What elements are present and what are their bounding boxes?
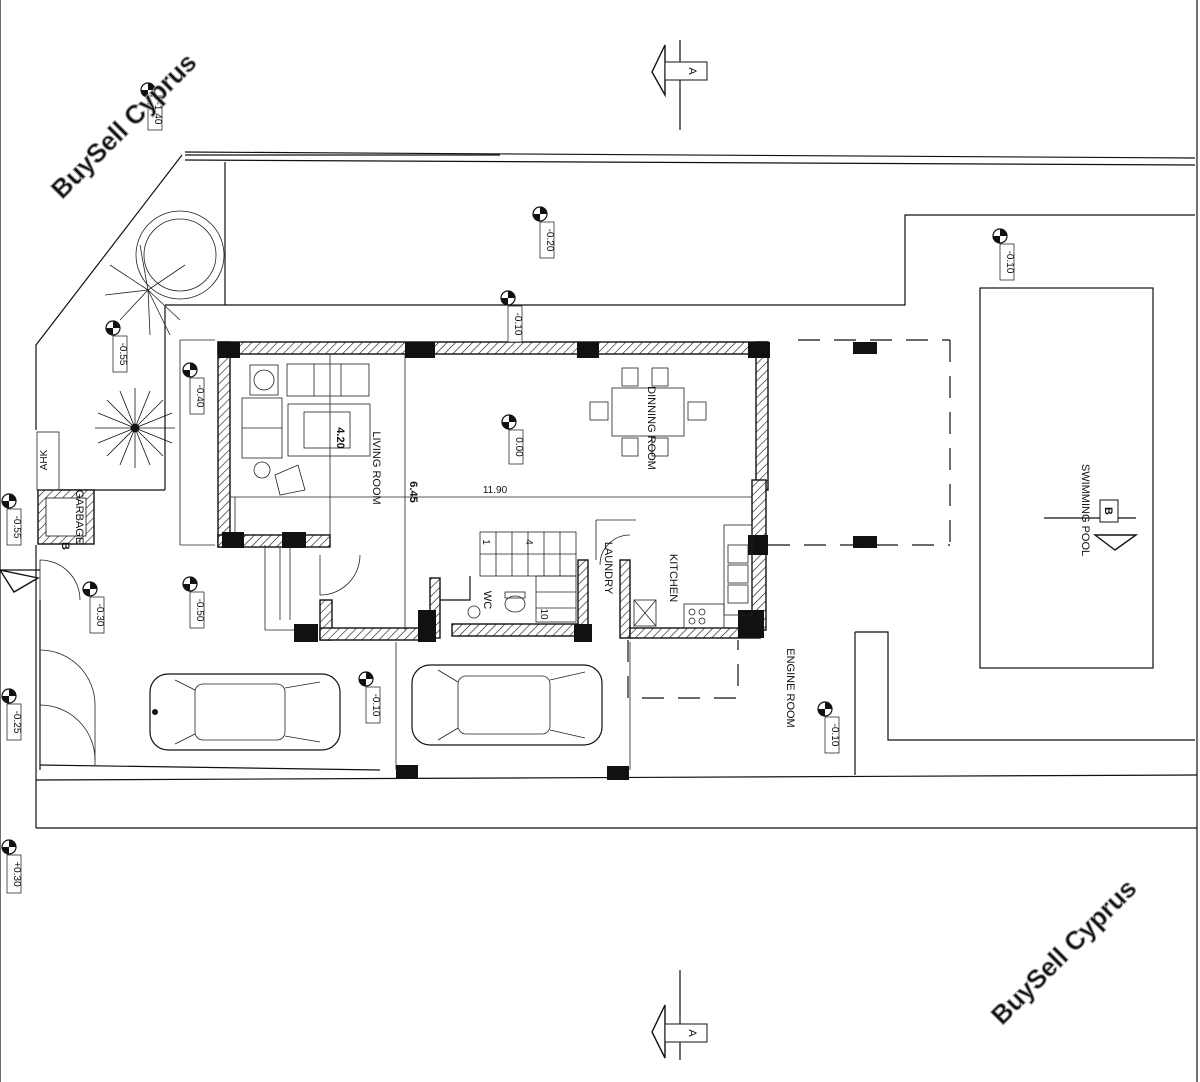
stair-step-4: 4 [523, 539, 534, 545]
level-value: -0.40 [194, 385, 205, 408]
wc-fixtures [467, 591, 526, 619]
watermark: BuySell Cyprus [45, 47, 202, 204]
palm-tree-icon [95, 388, 175, 468]
level-value: -0.50 [194, 599, 205, 622]
section-marker-left: B [0, 542, 71, 593]
level-value: +0.30 [11, 861, 22, 887]
garbage-enclosure [36, 431, 95, 545]
section-marker-bottom: A [651, 970, 708, 1060]
level-value: -0.10 [370, 694, 381, 717]
level-marker: -0.25 [1, 688, 22, 741]
tree-icon [104, 210, 225, 336]
level-value: -0.10 [512, 313, 523, 336]
swimming-pool-label: SWIMMING POOL [1079, 464, 1091, 556]
engine-room-label: ENGINE ROOM [784, 648, 796, 727]
stair-step-1: 1 [480, 539, 491, 545]
level-value: -0.30 [94, 604, 105, 627]
level-marker: +0.30 [1, 839, 22, 894]
level-marker: -0.55 [1, 493, 22, 546]
dining-table-icon [589, 367, 707, 457]
stair-step-10: 10 [538, 608, 549, 620]
level-value: 0.00 [513, 437, 524, 457]
ahk-label: AHK [39, 449, 50, 470]
living-room-label: LIVING ROOM [370, 431, 382, 504]
room-labels: LIVING ROOM DINNING ROOM KITCHEN LAUNDRY… [39, 386, 1091, 728]
car-icon [149, 673, 341, 751]
doors [39, 519, 636, 765]
section-label-top: A [686, 67, 698, 75]
sofa-icon [241, 363, 371, 496]
level-marker: -0.40 [182, 362, 205, 415]
engine-room-outline [395, 640, 739, 770]
level-value: -0.10 [1004, 251, 1015, 274]
level-marker: 0.00 [501, 414, 524, 465]
interior-lines [230, 354, 752, 631]
level-value: -0.25 [11, 711, 22, 734]
section-label-pool: B [1102, 507, 1114, 515]
level-marker: -0.10 [992, 228, 1015, 281]
level-marker: -1.40 [140, 82, 163, 131]
dinning-room-label: DINNING ROOM [645, 386, 657, 470]
wc-label: WC [481, 591, 493, 609]
house-walls [217, 341, 877, 780]
level-value: -1.40 [152, 102, 163, 125]
width-dimension: 11.90 [483, 485, 508, 496]
level-marker: -0.10 [817, 701, 840, 754]
level-markers: -1.40 -0.20 -0.10 -0.10 -0.55 -0.40 0.00… [1, 82, 1015, 894]
section-label-left: B [59, 542, 71, 550]
laundry-label: LAUNDRY [602, 542, 614, 595]
level-value: -0.55 [117, 343, 128, 366]
staircase [440, 531, 577, 623]
level-value: -0.20 [544, 229, 555, 252]
section-label-bottom: A [686, 1029, 698, 1037]
section-marker-pool: B [1044, 499, 1139, 551]
depth-dimension: 6.45 [407, 481, 419, 502]
level-marker: -0.20 [532, 206, 555, 259]
watermark: BuySell Cyprus [985, 873, 1142, 1030]
section-marker-top: A [651, 40, 708, 130]
level-marker: -0.10 [500, 290, 523, 343]
car-icon [411, 664, 603, 746]
level-value: -0.55 [11, 516, 22, 539]
swimming-pool [768, 287, 1154, 669]
kitchen-counter [633, 524, 753, 629]
level-marker: -0.50 [182, 576, 205, 629]
level-marker: -0.10 [358, 671, 381, 724]
living-dimension: 4.20 [334, 427, 346, 448]
dimension-labels: 11.90 6.45 4.20 1 4 10 [334, 427, 549, 620]
garbage-label: GARBAGE [73, 490, 85, 544]
level-value: -0.10 [829, 724, 840, 747]
kitchen-label: KITCHEN [667, 554, 679, 602]
level-marker: -0.30 [82, 581, 105, 634]
level-marker: -0.55 [105, 320, 128, 373]
